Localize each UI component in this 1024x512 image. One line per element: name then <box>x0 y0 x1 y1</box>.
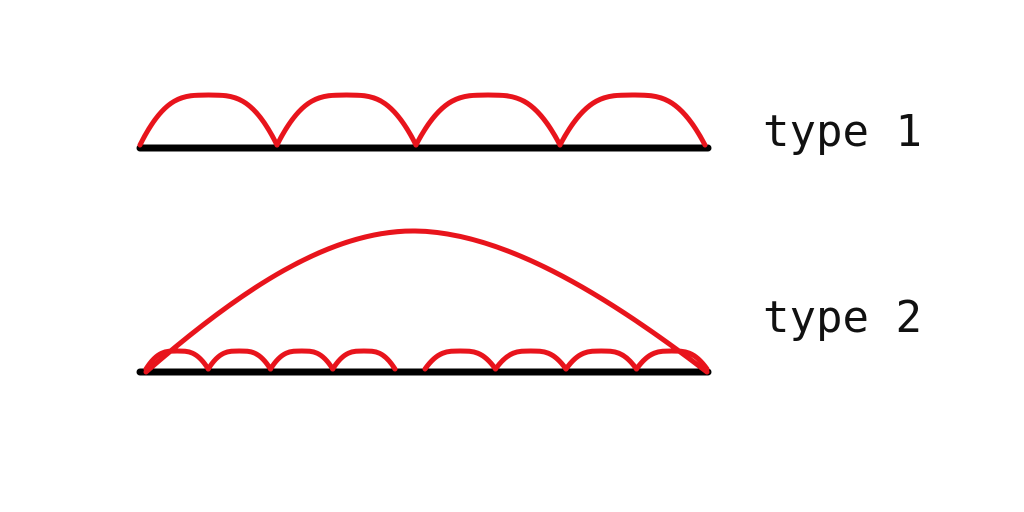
type2-large-arc <box>143 228 710 375</box>
type2-diagram <box>136 228 712 376</box>
type2-small-arc-group <box>143 348 710 372</box>
type1-arc-group <box>137 92 708 148</box>
type1-arc <box>413 92 563 148</box>
type1-arc <box>557 92 708 148</box>
type2-small-arc <box>493 348 569 372</box>
type2-small-arc <box>143 348 211 372</box>
type2-small-arc <box>422 348 498 372</box>
type2-label: type 2 <box>763 292 922 343</box>
type1-arc <box>137 92 280 148</box>
type1-label: type 1 <box>763 106 922 157</box>
type2-small-arc <box>205 348 273 372</box>
type1-arc <box>274 92 419 148</box>
type2-small-arc <box>563 348 639 372</box>
type1-diagram <box>136 92 712 152</box>
type2-small-arc <box>330 348 398 372</box>
type2-small-arc <box>634 348 710 372</box>
type2-small-arc <box>268 348 336 372</box>
